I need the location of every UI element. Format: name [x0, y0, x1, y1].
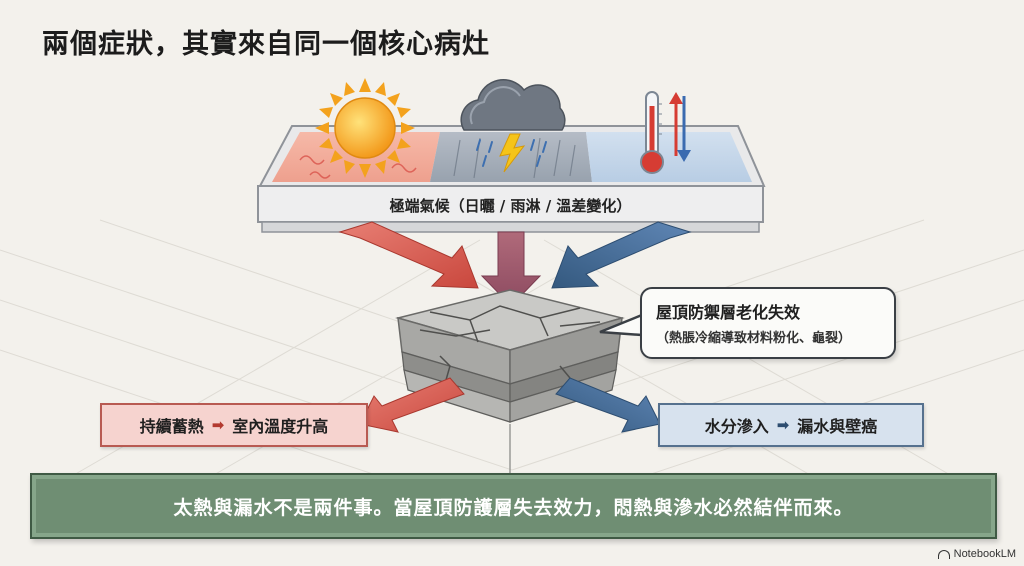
water-result: 漏水與壁癌 [797, 417, 878, 436]
thermometer-icon [640, 91, 664, 174]
cold-zone [586, 132, 752, 182]
conclusion-banner: 太熱與漏水不是兩件事。當屋頂防護層失去效力，悶熱與滲水必然結伴而來。 [30, 473, 997, 539]
heat-arrow [338, 221, 479, 289]
heat-effect-box: 持續蓄熱 ➡ 室內溫度升高 [100, 403, 368, 447]
cold-arrow [551, 221, 692, 289]
rain-arrow [480, 231, 542, 307]
callout-subtitle: （熱脹冷縮導致材料粉化、龜裂） [656, 331, 852, 346]
temperature-change-arrows-icon [669, 92, 691, 162]
water-outcome-arrow [555, 377, 661, 433]
storm-cloud-icon [460, 79, 566, 173]
sun-icon [315, 78, 415, 178]
arrow-right-icon: ➡ [776, 416, 790, 434]
heat-result: 室內溫度升高 [232, 417, 329, 436]
heat-cause: 持續蓄熱 [139, 417, 204, 436]
cracked-roof-block [395, 289, 625, 423]
climate-panel-label: 極端氣候（日曬 / 雨淋 / 溫差變化） [389, 196, 632, 215]
roof-failure-callout: 屋頂防禦層老化失效 （熱脹冷縮導致材料粉化、龜裂） [640, 287, 896, 359]
arrow-right-icon: ➡ [211, 416, 225, 434]
notebooklm-logo-icon [937, 549, 950, 559]
notebooklm-credit: NotebookLM [937, 548, 1016, 560]
callout-title: 屋頂防禦層老化失效 [656, 303, 801, 322]
water-effect-box: 水分滲入 ➡ 漏水與壁癌 [658, 403, 924, 447]
water-cause: 水分滲入 [704, 417, 769, 436]
page-title: 兩個症狀，其實來自同一個核心病灶 [42, 29, 490, 60]
heat-outcome-arrow [359, 377, 465, 433]
credit-text: NotebookLM [953, 548, 1016, 560]
